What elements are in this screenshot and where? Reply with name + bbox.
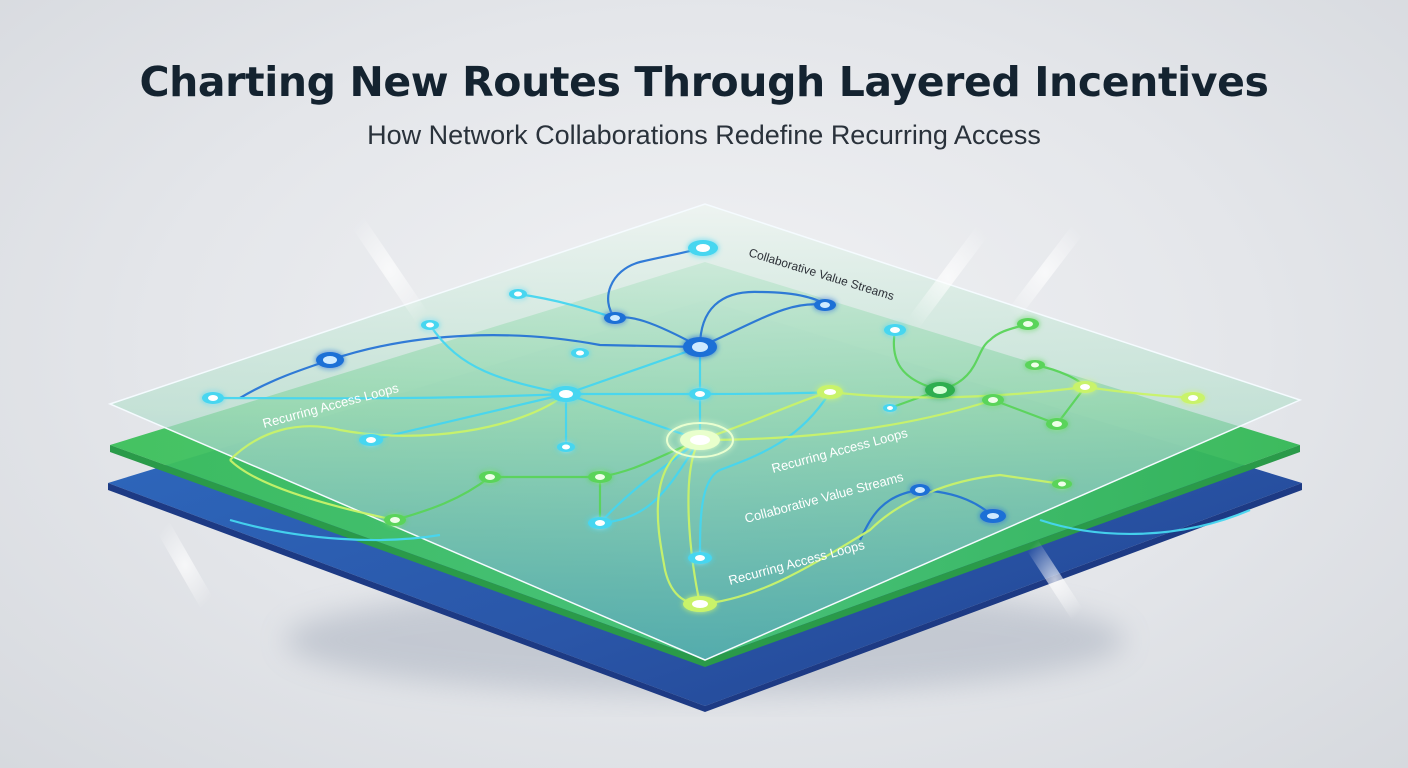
node-cyan [588,517,612,529]
node-cyan [571,348,589,358]
node-cyan [202,392,224,404]
node-lime [1073,381,1097,393]
node-lime [1181,392,1205,404]
node-cyan [551,386,581,402]
node-green [1017,318,1039,330]
node-blue [910,484,930,496]
page-title: Charting New Routes Through Layered Ince… [139,58,1269,106]
node-lime [817,385,843,399]
node-green [925,382,955,398]
node-green [1046,418,1068,430]
node-blue [604,312,626,324]
page-subtitle: How Network Collaborations Redefine Recu… [367,120,1041,150]
node-green [982,394,1004,406]
node-cyan [884,324,906,336]
node-cyan [557,442,575,452]
node-blue [683,337,717,357]
node-cyan [883,404,897,412]
node-blue [980,509,1006,523]
node-blue [316,352,344,368]
node-green [479,471,501,483]
node-green [1052,479,1072,489]
node-lime [683,596,717,612]
light-flares [150,206,1094,626]
node-cyan [688,552,712,564]
node-cyan [421,320,439,330]
node-cyan [688,240,718,256]
node-hub [666,422,734,458]
node-cyan [509,289,527,299]
node-blue [814,299,836,311]
network-nodes [202,240,1205,612]
node-cyan [689,388,711,400]
node-green [384,514,406,526]
node-green [588,471,612,483]
node-green [1025,360,1045,370]
node-cyan [359,434,383,446]
